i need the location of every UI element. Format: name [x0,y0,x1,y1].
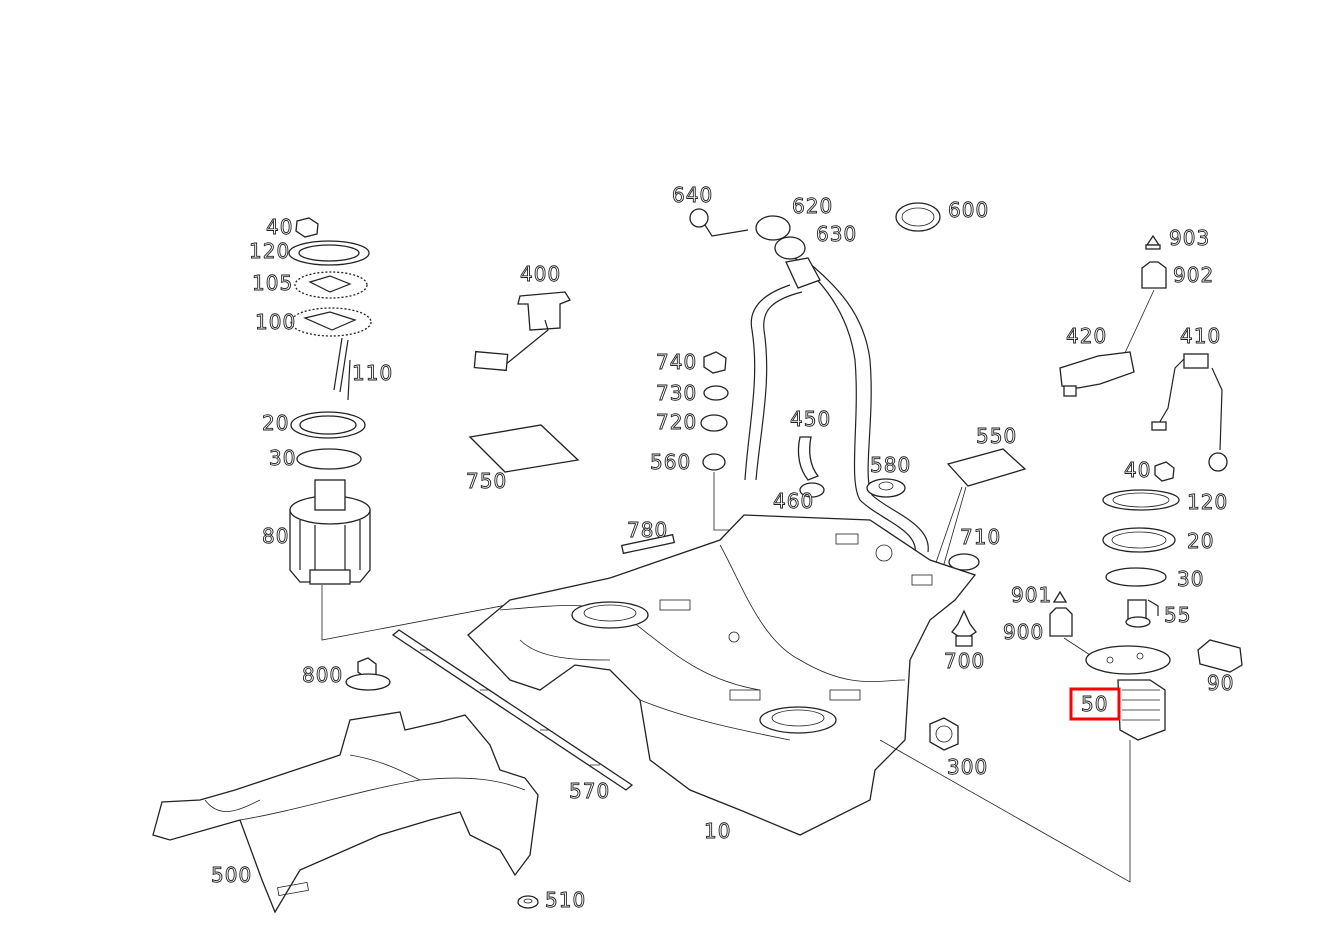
label-400: 400 [520,262,561,286]
part-100-flange-left[interactable] [290,307,372,337]
highlight-box [1069,687,1121,721]
part-50-pump-module[interactable] [1085,645,1171,741]
leader-50 [879,739,1131,883]
part-400-level-sender[interactable] [473,291,571,372]
part-20-ring-right[interactable] [1102,527,1176,553]
part-120-ring-right[interactable] [1102,489,1180,511]
part-620-cap[interactable] [755,215,791,241]
part-710-grommet[interactable] [948,553,980,571]
part-800-stud[interactable] [345,657,391,691]
part-730-washer[interactable] [703,385,729,401]
part-450-hose[interactable] [797,436,820,481]
part-901-cap[interactable] [1052,590,1068,603]
label-800: 800 [302,663,343,687]
part-900-connector[interactable] [1049,607,1073,637]
label-50[interactable]: 50 [1081,692,1108,717]
label-560: 560 [650,450,691,474]
label-780: 780 [627,518,668,542]
label-902: 902 [1173,263,1214,287]
filler-pipe [744,257,929,556]
leader-560 [713,472,735,531]
part-110-lines-left[interactable] [333,337,351,401]
part-20-ring-left[interactable] [290,411,366,439]
label-510: 510 [545,888,586,912]
label-580: 580 [870,453,911,477]
label-630: 630 [816,222,857,246]
label-105: 105 [252,271,293,295]
part-903-cap[interactable] [1145,234,1161,250]
label-30-right: 30 [1177,567,1204,591]
label-40-left: 40 [266,215,293,239]
part-500-heat-shield[interactable] [152,711,539,914]
part-120-ring-left[interactable] [288,240,370,266]
label-55: 55 [1164,603,1191,627]
part-40-nut-right[interactable] [1154,461,1175,482]
label-120-left: 120 [249,239,290,263]
part-410-level-sender[interactable] [1151,353,1228,472]
part-750-pad[interactable] [468,424,580,473]
part-902-connector[interactable] [1141,261,1167,289]
label-570: 570 [569,779,610,803]
label-720: 720 [656,410,697,434]
part-560-bushing[interactable] [702,453,726,471]
part-510-nut[interactable] [517,895,539,909]
label-80: 80 [262,524,289,548]
part-10-fuel-tank[interactable] [467,514,977,836]
part-600-clamp[interactable] [895,202,941,232]
leader-902 [1123,289,1155,356]
label-620: 620 [792,194,833,218]
label-710: 710 [960,525,1001,549]
part-700-clip[interactable] [951,609,977,647]
label-30-left: 30 [269,446,296,470]
part-630-seal[interactable] [774,236,806,260]
part-55-valve[interactable] [1125,599,1159,628]
label-600: 600 [948,198,989,222]
part-300-plug[interactable] [929,717,959,751]
part-580-grommet[interactable] [866,478,906,498]
part-550-pad[interactable] [946,448,1027,487]
part-40-nut-left[interactable] [295,217,319,238]
label-903: 903 [1169,226,1210,250]
label-110: 110 [352,361,393,385]
part-640-cap[interactable] [689,208,749,237]
label-750: 750 [466,469,507,493]
label-120-right: 120 [1187,490,1228,514]
part-105-seal-left[interactable] [294,271,368,299]
part-90-bracket[interactable] [1197,639,1243,673]
label-500: 500 [211,863,252,887]
label-20-left: 20 [262,411,289,435]
label-700: 700 [944,649,985,673]
part-780-strap[interactable] [620,533,676,555]
labels: 40 120 105 100 110 20 30 80 400 750 640 … [211,183,1234,913]
part-420-sensor[interactable] [1059,351,1135,397]
part-570-strap[interactable] [391,629,634,791]
part-740-nut[interactable] [703,351,727,374]
part-30-oring-left[interactable] [296,448,362,470]
label-730: 730 [656,381,697,405]
part-460-clamp[interactable] [799,482,825,498]
label-20-right: 20 [1187,529,1214,553]
label-40-right: 40 [1124,458,1151,482]
label-901: 901 [1011,583,1052,607]
label-10: 10 [704,819,731,843]
part-720-bushing[interactable] [700,414,728,432]
label-550: 550 [976,424,1017,448]
label-410: 410 [1180,324,1221,348]
label-300: 300 [947,755,988,779]
part-80-pump-left[interactable] [289,479,371,585]
label-460: 460 [773,489,814,513]
leader-550b [939,486,967,579]
label-640: 640 [672,183,713,207]
label-740: 740 [656,350,697,374]
part-30-oring-right[interactable] [1105,567,1167,587]
label-450: 450 [790,407,831,431]
label-420: 420 [1066,324,1107,348]
label-90: 90 [1207,671,1234,695]
label-100: 100 [255,310,296,334]
label-900: 900 [1003,620,1044,644]
